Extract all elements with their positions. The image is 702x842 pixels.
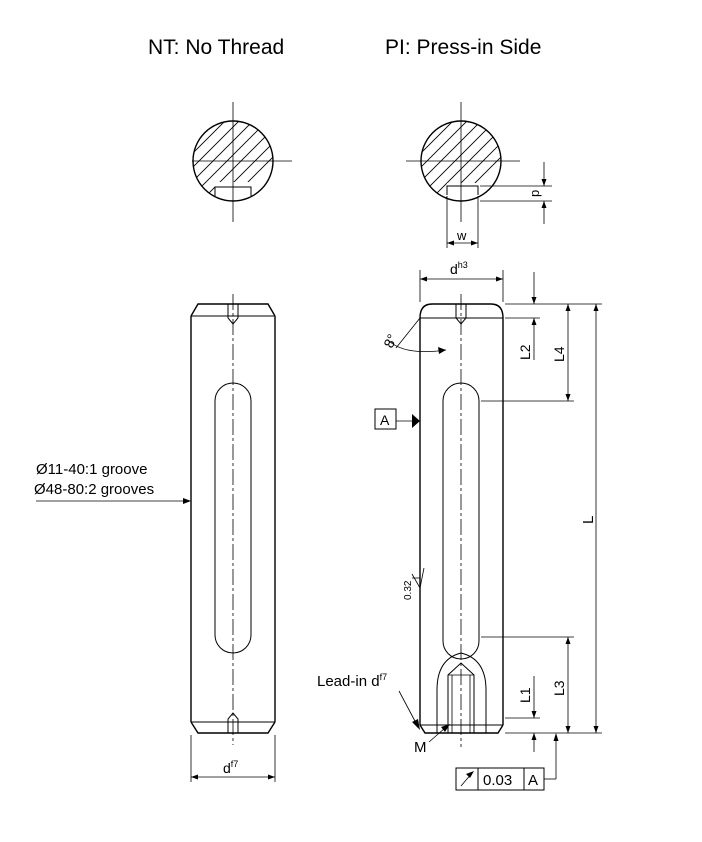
tolerance-value: 0.03 <box>483 772 512 789</box>
title-no-thread: NT: No Thread <box>148 36 285 59</box>
datum-label-a: A <box>380 412 390 428</box>
roughness-value: 0.32 <box>403 580 414 600</box>
dim-label-L1: L1 <box>517 687 533 703</box>
dim-label-p: p <box>527 190 542 197</box>
tolerance-datum: A <box>528 772 538 789</box>
title-press-in-side: PI: Press-in Side <box>385 36 542 59</box>
dim-label-d-f7: df7 <box>223 759 238 776</box>
lead-in-label: Lead-in df7 <box>317 672 387 690</box>
dim-label-L3: L3 <box>551 680 567 696</box>
dim-label-d-h3: dh3 <box>450 260 468 277</box>
groove-note-1: Ø11-40:1 groove <box>36 461 147 478</box>
pin-no-thread: df7 Ø11-40:1 groove Ø48-80:2 grooves <box>34 294 276 782</box>
groove-note-2: Ø48-80:2 grooves <box>34 481 154 498</box>
dim-label-angle: 8° <box>380 331 400 350</box>
dim-label-w: w <box>456 228 467 243</box>
thread-label-m: M <box>414 739 427 756</box>
dim-label-L: L <box>580 516 597 524</box>
section-view-press-in: w p <box>406 102 552 248</box>
dim-label-L4: L4 <box>551 346 567 362</box>
pin-press-in: dh3 8° A 0.32 Lead-in df7 M L2 <box>317 260 602 791</box>
section-view-no-thread <box>192 102 292 222</box>
dim-label-L2: L2 <box>517 344 533 360</box>
